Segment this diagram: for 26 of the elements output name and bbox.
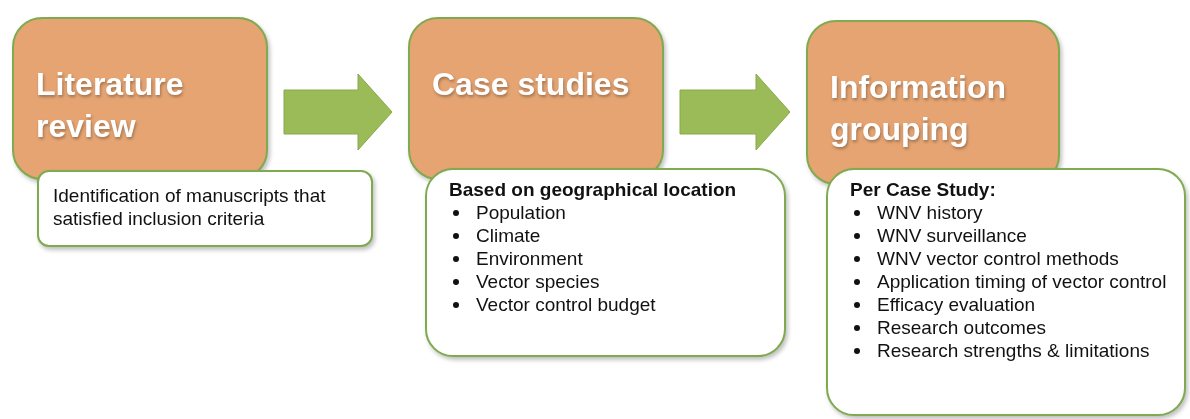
block-arrow: [679, 73, 791, 151]
step-title: Literature review: [36, 65, 185, 146]
bullet-text: WNV history: [877, 201, 983, 224]
bullet-text: Population: [476, 201, 566, 224]
bullet-text: Climate: [476, 224, 541, 247]
bullet-text: Efficacy evaluation: [877, 293, 1036, 316]
step-title: Information grouping: [830, 68, 1007, 149]
list-heading: Based on geographical location: [449, 178, 738, 201]
bullet-text: Environment: [476, 247, 583, 270]
process-box: [806, 20, 1060, 185]
bullet-text: Research outcomes: [877, 316, 1046, 339]
bullet-text: Research strengths & limitations: [877, 339, 1150, 362]
bullet-text: Vector species: [476, 270, 600, 293]
process-box: [408, 17, 664, 180]
step-title: Case studies: [432, 65, 631, 104]
list-heading: Per Case Study:: [850, 178, 997, 201]
bullet-text: WNV surveillance: [877, 224, 1027, 247]
bullet-text: WNV vector control methods: [877, 247, 1119, 270]
bullet-text: Application timing of vector control: [877, 270, 1167, 293]
list-box: [425, 168, 786, 357]
note-text: Identification of manuscripts that satisfied inclusion criteria: [53, 184, 327, 230]
list-box: [826, 168, 1186, 416]
process-box: [12, 17, 268, 180]
note-box: [37, 170, 373, 247]
bullet-text: Vector control budget: [476, 293, 656, 316]
block-arrow: [283, 73, 393, 151]
